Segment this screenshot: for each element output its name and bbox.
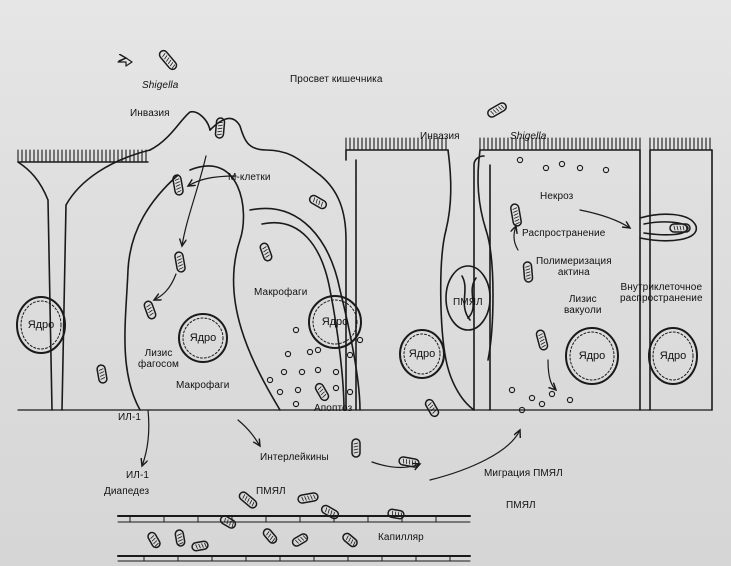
bacterium-26 — [341, 532, 358, 548]
label-necrosis: Некроз — [540, 191, 573, 202]
label-m-cells: М-клетки — [228, 172, 271, 183]
label-pmn-top: ПМЯЛ — [256, 486, 286, 497]
vesicle-23 — [559, 161, 564, 166]
label-capillary: Капилляр — [378, 532, 424, 543]
nucleus-label-5: Ядро — [567, 350, 617, 362]
vesicle-11 — [293, 401, 298, 406]
vesicle-7 — [347, 352, 352, 357]
arrow-actin — [514, 226, 518, 250]
label-pmn-cell: ПМЯЛ — [453, 297, 483, 308]
label-phagosome-lysis: Лизис фагосом — [138, 348, 179, 370]
bacterium-3 — [308, 194, 328, 210]
bacterium-24 — [262, 527, 278, 544]
brush-border-far-right — [650, 138, 710, 150]
bacterium-22 — [147, 531, 162, 549]
label-il1-a: ИЛ-1 — [118, 412, 141, 423]
vesicle-12 — [333, 385, 338, 390]
vesicle-17 — [509, 387, 514, 392]
label-actin-polymerization: Полимеризация актина — [536, 256, 612, 278]
arrow-spread — [580, 210, 630, 228]
arrow-vacuole — [548, 360, 556, 390]
vesicle-3 — [285, 351, 290, 356]
bacterium-10 — [398, 456, 419, 467]
nucleus-label-4: Ядро — [397, 348, 447, 360]
bacterium-21 — [175, 529, 186, 546]
bacterium-13 — [510, 203, 522, 226]
bacterium-8 — [314, 382, 330, 402]
label-macrophages-top: Макрофаги — [254, 287, 307, 298]
bacterium-6 — [143, 300, 157, 320]
label-il1-b: ИЛ-1 — [126, 470, 149, 481]
arrow-to-phagosome — [154, 274, 176, 300]
vesicle-27 — [603, 167, 608, 172]
label-vacuole-lysis: Лизис вакуоли — [564, 294, 602, 316]
nucleus-label-6: Ядро — [648, 350, 698, 362]
label-diapedesis: Диапедез — [104, 486, 149, 497]
label-pmn-right: ПМЯЛ — [506, 500, 536, 511]
brush-border-left — [18, 150, 146, 162]
bacterium-23 — [191, 541, 208, 552]
vesicle-10 — [277, 389, 282, 394]
bacterium-7 — [259, 242, 273, 262]
bacterium-28 — [96, 364, 107, 383]
cell-wall-pmn-r — [478, 150, 486, 230]
bacterium-9 — [352, 439, 360, 457]
vesicle-16 — [357, 337, 362, 342]
label-interleukins: Интерлейкины — [260, 452, 329, 463]
vesicle-5 — [315, 367, 320, 372]
label-spread: Распространение — [522, 228, 605, 239]
vesicle-8 — [281, 369, 286, 374]
vesicle-20 — [567, 397, 572, 402]
nucleus-label-3: Ядро — [310, 316, 360, 328]
label-shigella-right: Shigella — [510, 131, 546, 142]
nucleus-label-1: Ядро — [16, 319, 66, 331]
bacterium-5 — [174, 251, 185, 272]
label-shigella-left: Shigella — [142, 80, 178, 91]
label-macrophages-bottom: Макрофаги — [176, 380, 229, 391]
label-intracellular-spread: Внутриклеточное распространение — [620, 282, 703, 304]
vesicle-13 — [347, 389, 352, 394]
vesicle-14 — [315, 347, 320, 352]
vesicle-15 — [267, 377, 272, 382]
vesicle-25 — [517, 157, 522, 162]
vesicle-4 — [299, 369, 304, 374]
label-apoptosis: Апоптоз — [314, 403, 352, 414]
label-invasion-left: Инвазия — [130, 108, 170, 119]
arrow-shigella-entry — [118, 58, 132, 66]
label-intestinal-lumen: Просвет кишечника — [290, 74, 383, 85]
bacterium-19 — [320, 504, 340, 520]
vesicle-22 — [539, 401, 544, 406]
label-invasion-right: Инвазия — [420, 131, 460, 142]
bacterium-14 — [523, 262, 533, 283]
label-pmn-migration: Миграция ПМЯЛ — [484, 468, 563, 479]
vesicle-6 — [333, 369, 338, 374]
macrophage-right-body — [250, 208, 360, 410]
arrow-il1 — [142, 410, 149, 466]
vesicle-9 — [295, 387, 300, 392]
vesicle-24 — [543, 165, 548, 170]
brush-border-right — [480, 138, 640, 150]
vesicle-18 — [529, 395, 534, 400]
arrow-interleukins — [238, 420, 260, 446]
bacterium-11 — [424, 398, 440, 418]
nucleus-label-2: Ядро — [178, 332, 228, 344]
bacterium-15 — [536, 329, 549, 350]
bacterium-18 — [297, 492, 318, 503]
m-cell-apex-2 — [210, 118, 320, 175]
vesicle-19 — [549, 391, 554, 396]
arrow-invasion — [182, 156, 206, 246]
bacterium-25 — [291, 533, 309, 548]
bacterium-12 — [486, 102, 507, 119]
vesicle-1 — [293, 327, 298, 332]
vesicle-2 — [307, 349, 312, 354]
vesicle-26 — [577, 165, 582, 170]
macrophage-left-body — [125, 175, 178, 410]
cell-wall-pmn-l — [446, 150, 451, 230]
cell-wall-left — [18, 162, 52, 410]
bacterium-1 — [158, 49, 178, 71]
